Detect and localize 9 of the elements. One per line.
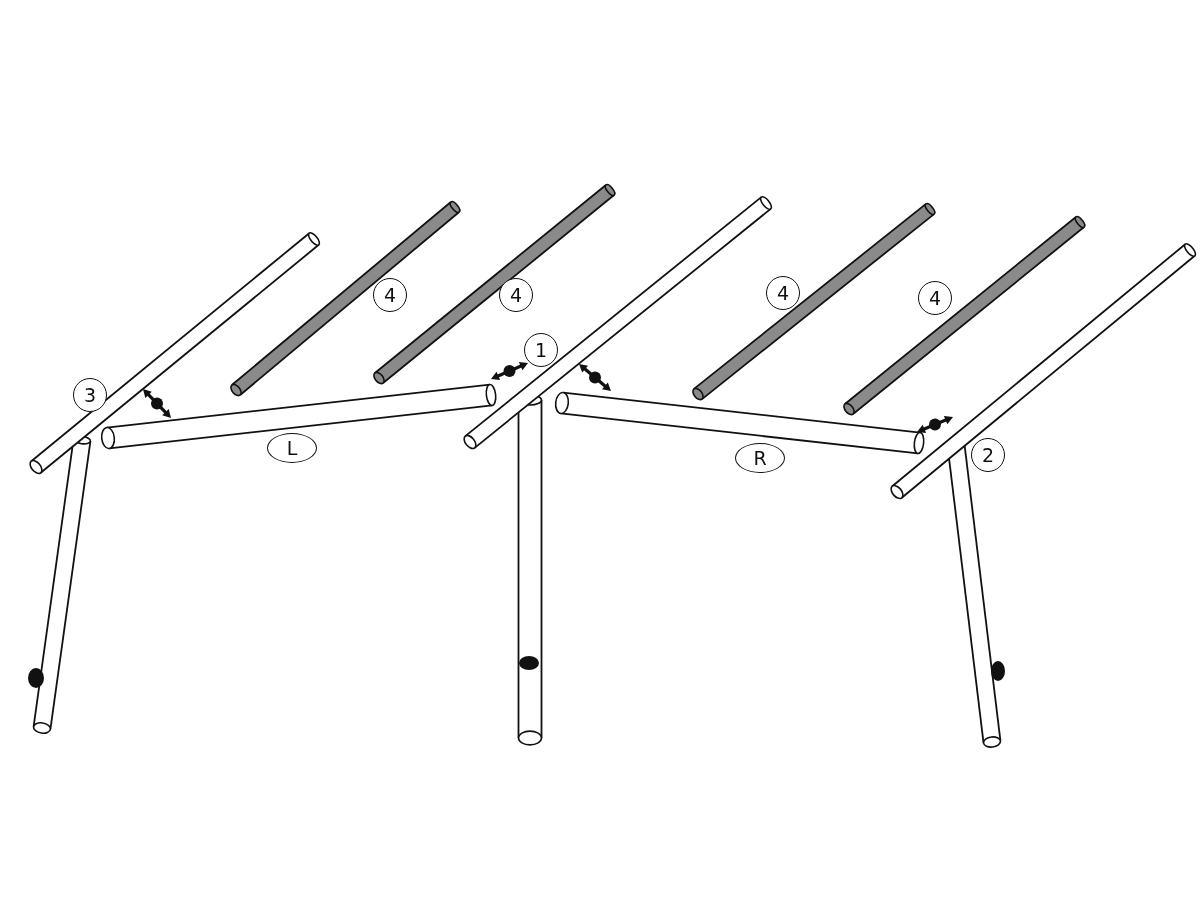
- part-label: L: [267, 433, 317, 463]
- callout-number: 4: [766, 276, 800, 310]
- callout-number: 4: [918, 281, 952, 315]
- callout-number: 4: [499, 278, 533, 312]
- callout-number: 2: [971, 438, 1005, 472]
- callout-number: 4: [373, 278, 407, 312]
- part-label: R: [735, 443, 785, 473]
- callout-number: 3: [73, 378, 107, 412]
- callout-number: 1: [524, 333, 558, 367]
